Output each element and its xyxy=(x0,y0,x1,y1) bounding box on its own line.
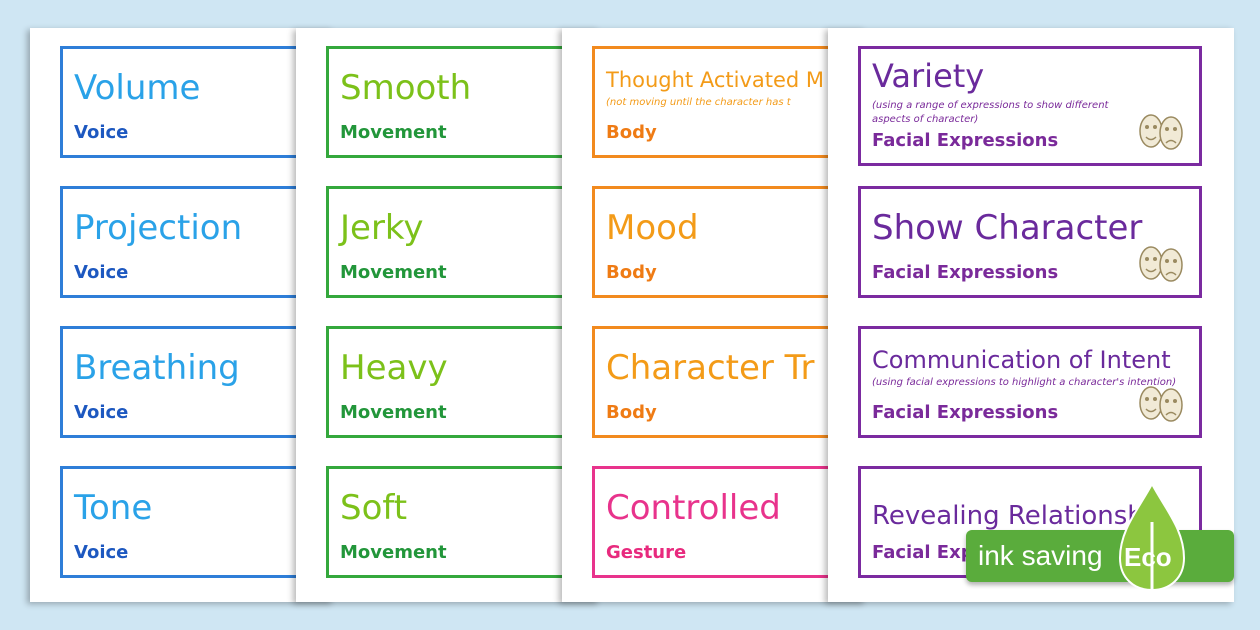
card-category: Facial Exp xyxy=(872,542,974,563)
card-category: Gesture xyxy=(606,542,687,563)
card-sheet-voice: Volume Voice Projection Voice Breathing … xyxy=(30,28,334,602)
word-card: Communication of Intent (using facial ex… xyxy=(858,326,1202,438)
word-card: Volume Voice xyxy=(60,46,334,158)
card-category: Voice xyxy=(74,122,129,143)
theatre-masks-icon xyxy=(1139,386,1183,422)
card-sheet-body: Thought Activated M (not moving until th… xyxy=(562,28,866,602)
card-title: Volume xyxy=(74,68,201,108)
card-title: Show Character xyxy=(872,208,1143,248)
card-note: (not moving until the character has t xyxy=(606,97,791,108)
theatre-masks-icon xyxy=(1139,246,1183,282)
card-sheet-movement: Smooth Movement Jerky Movement Heavy Mov… xyxy=(296,28,600,602)
card-category: Facial Expressions xyxy=(872,402,1059,423)
ink-saving-eco-badge: ink saving Eco xyxy=(966,482,1234,600)
card-note: (using facial expressions to highlight a… xyxy=(872,377,1177,388)
card-title: Revealing Relationship xyxy=(872,501,1168,531)
card-category: Body xyxy=(606,402,657,423)
word-card: Projection Voice xyxy=(60,186,334,298)
card-title: Soft xyxy=(340,488,408,528)
card-category: Facial Expressions xyxy=(872,130,1059,151)
theatre-masks-icon xyxy=(1139,114,1183,150)
card-category: Movement xyxy=(340,262,447,283)
card-category: Body xyxy=(606,122,657,143)
card-title: Character Tr xyxy=(606,348,815,388)
ink-saving-label: ink saving xyxy=(978,540,1103,571)
word-card: Breathing Voice xyxy=(60,326,334,438)
card-note: (using a range of expressions to show di… xyxy=(872,100,1109,125)
card-category: Movement xyxy=(340,402,447,423)
card-category: Voice xyxy=(74,402,129,423)
card-category: Movement xyxy=(340,122,447,143)
word-card: Tone Voice xyxy=(60,466,334,578)
card-title: Controlled xyxy=(606,488,781,528)
word-card: Soft Movement xyxy=(326,466,600,578)
card-category: Facial Expressions xyxy=(872,262,1059,283)
badge-band xyxy=(966,530,1234,582)
card-title: Heavy xyxy=(340,348,448,388)
word-card: Jerky Movement xyxy=(326,186,600,298)
word-card: Character Tr Body xyxy=(592,326,866,438)
card-title: Projection xyxy=(74,208,243,248)
word-card: Mood Body xyxy=(592,186,866,298)
card-title: Mood xyxy=(606,208,699,248)
word-card: Show Character Facial Expressions xyxy=(858,186,1202,298)
card-category: Body xyxy=(606,262,657,283)
card-category: Voice xyxy=(74,262,129,283)
card-title: Tone xyxy=(74,488,153,528)
eco-label: Eco xyxy=(1124,542,1172,572)
card-category: Voice xyxy=(74,542,129,563)
word-card: Variety (using a range of expressions to… xyxy=(858,46,1202,166)
word-card: Smooth Movement xyxy=(326,46,600,158)
leaf-icon xyxy=(1118,482,1186,598)
card-title: Breathing xyxy=(74,348,240,388)
card-category: Movement xyxy=(340,542,447,563)
card-title: Variety xyxy=(872,57,985,95)
card-title: Smooth xyxy=(340,68,472,108)
card-title: Jerky xyxy=(340,208,424,248)
word-card: Thought Activated M (not moving until th… xyxy=(592,46,866,158)
word-card: Controlled Gesture xyxy=(592,466,866,578)
word-card: Heavy Movement xyxy=(326,326,600,438)
card-title: Communication of Intent xyxy=(872,346,1171,374)
card-title: Thought Activated M xyxy=(606,68,825,92)
